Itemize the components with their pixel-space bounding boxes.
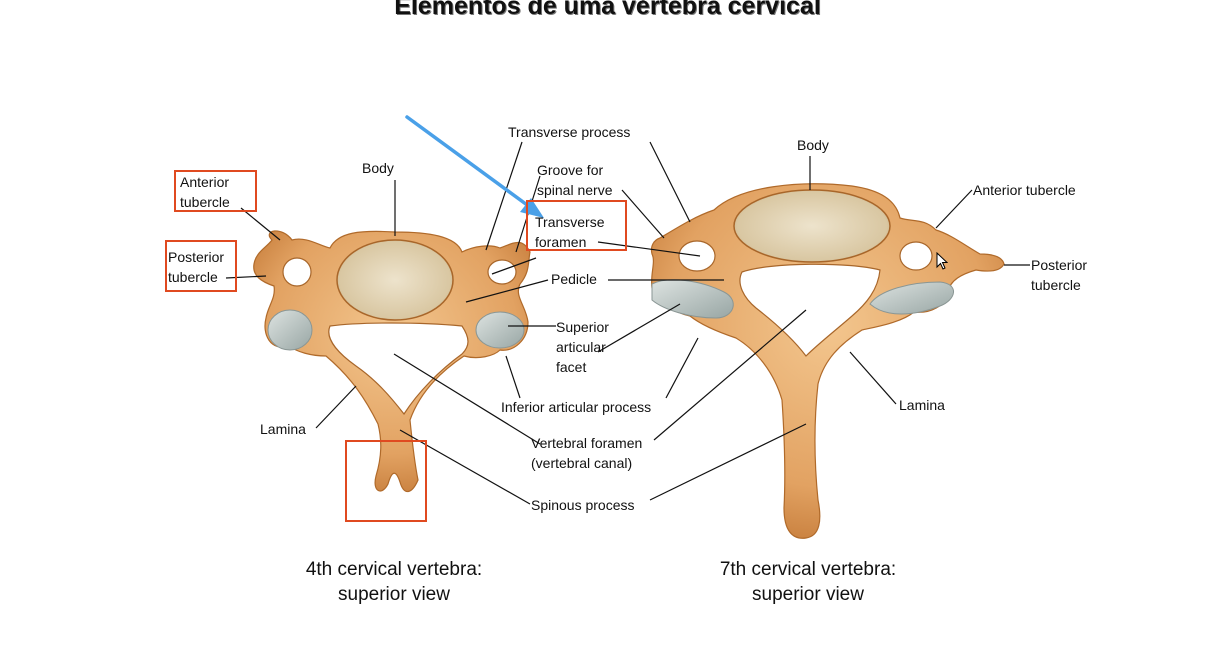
highlight-box-transverse-foramen	[526, 200, 627, 251]
caption-7th-cervical-vertebra: 7th cervical vertebra: superior view	[719, 559, 897, 605]
label-body-left: Body	[362, 160, 394, 176]
c7-vertebra	[650, 183, 1005, 539]
label-groove-for-spinal-nerve: Groove for spinal nerve	[537, 162, 613, 198]
label-inferior-articular-process: Inferior articular process	[501, 399, 652, 415]
c4-transverse-foramen-left	[282, 257, 312, 287]
highlight-box-anterior-tubercle	[174, 170, 257, 212]
label-vertebral-foramen: Vertebral foramen (vertebral canal)	[531, 435, 643, 471]
c4-facet-right	[475, 311, 525, 349]
c7-body	[733, 189, 891, 263]
label-superior-articular-facet: Superior articular facet	[556, 319, 609, 375]
slide-title: Elementos de uma vértebra cervical	[394, 0, 821, 20]
c4-vertebral-foramen	[328, 322, 469, 416]
c7-transverse-foramen-right	[899, 241, 933, 271]
highlight-box-posterior-tubercle	[165, 240, 237, 292]
label-anterior-tubercle-right: Anterior tubercle	[973, 182, 1076, 198]
label-transverse-process: Transverse process	[508, 124, 631, 140]
highlight-box-spinous-process	[345, 440, 427, 522]
label-body-right: Body	[797, 137, 829, 153]
label-transverse-foramen: Transverse foramen	[535, 214, 605, 250]
caption-4th-cervical-vertebra: 4th cervical vertebra: superior view	[305, 559, 483, 605]
label-pedicle: Pedicle	[551, 271, 597, 287]
label-posterior-tubercle-left: Posterior tubercle	[168, 249, 225, 285]
c4-vertebra	[253, 230, 531, 493]
label-posterior-tubercle-right: Posterior tubercle	[1031, 257, 1088, 293]
label-spinous-process: Spinous process	[531, 497, 635, 513]
label-lamina-left: Lamina	[260, 421, 306, 437]
c4-body	[336, 239, 454, 321]
mouse-cursor-icon	[936, 252, 948, 270]
c7-vertebral-foramen	[739, 263, 881, 357]
label-lamina-right: Lamina	[899, 397, 945, 413]
leader-lines	[225, 141, 1030, 505]
c7-facet-right	[869, 281, 954, 315]
c7-bone-outline	[650, 183, 1005, 539]
label-anterior-tubercle-left: Anterior tubercle	[180, 174, 230, 210]
c4-facet-left	[267, 309, 313, 351]
c4-transverse-foramen-right	[487, 259, 517, 285]
